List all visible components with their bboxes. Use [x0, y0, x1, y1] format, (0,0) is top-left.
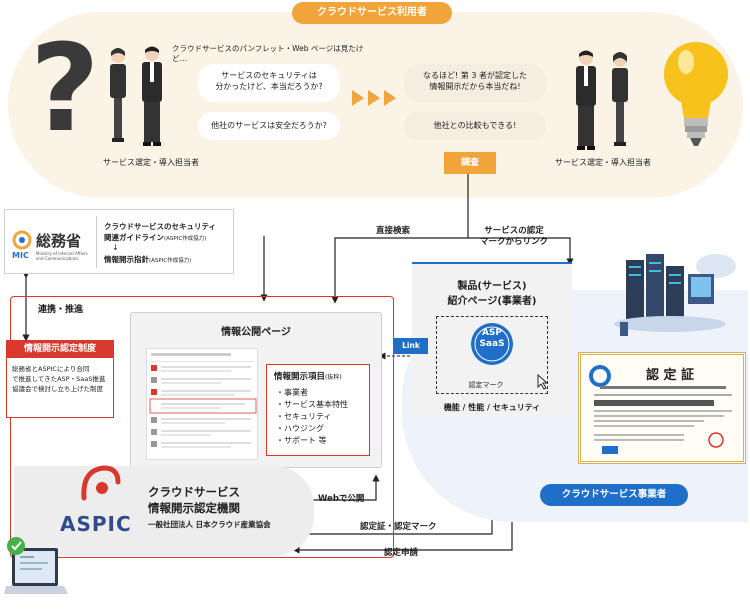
guideline-note: (ASPIC作成協力) — [164, 236, 207, 242]
aspic-region — [10, 296, 394, 558]
question-mark-icon: ? — [30, 20, 100, 159]
question-2-text: 他社のサービスは安全だろうか? — [211, 121, 327, 130]
system-desc-line1: 総務省とASPICにより合同 — [12, 365, 90, 373]
web-publish-label: Webで公開 — [318, 494, 365, 504]
research-label: 調査 — [444, 152, 496, 174]
mic-divider — [96, 216, 97, 268]
partner-label: 連携・推進 — [38, 305, 84, 315]
system-desc-line2: で推進してきたASP・SaaS推進 — [12, 375, 106, 384]
link-badge[interactable]: Link — [394, 338, 428, 354]
mic-sub1: Ministry of Internal Affairs — [36, 251, 88, 256]
disclosure-guideline-text: 情報開示指針 — [104, 255, 149, 264]
disclosure-item: ・事業者 — [276, 388, 308, 397]
product-title-line2: 紹介ページ(事業者) — [447, 296, 537, 307]
answer-1-line1: なるほど! 第 3 者が認定した — [423, 71, 527, 80]
answer-2-text: 他社との比較もできる! — [433, 121, 517, 130]
aspic-logo-icon — [78, 464, 122, 504]
right-people-icon — [570, 48, 640, 158]
question-1-line2: 分かったけど、本当だろうか? — [215, 82, 323, 92]
answer-bubble-2: 他社との比較もできる! — [404, 112, 546, 140]
question-bubble-1: サービスのセキュリティは 分かったけど、本当だろうか? — [198, 64, 340, 102]
link-from-line2: マークからリンク — [480, 237, 549, 248]
disclosure-items-box — [266, 364, 370, 456]
page-thumbnail — [146, 348, 258, 460]
mic-abbr: MIC — [12, 251, 29, 260]
lightbulb-icon — [660, 36, 732, 156]
aspic-name-line2: 情報開示認定機関 — [148, 501, 240, 515]
aspic-logo-text: ASPIC — [60, 512, 132, 536]
disclosure-items-title-text: 情報開示項目 — [274, 372, 326, 382]
guideline-line1: クラウドサービスのセキュリティ — [104, 222, 217, 231]
disclosure-item: ・サービス基本特性 — [276, 400, 348, 409]
mic-sub2: and Communications — [36, 256, 79, 261]
direct-search-label: 直接検索 — [376, 226, 411, 236]
product-features: 機能 / 性能 / セキュリティ — [443, 403, 541, 412]
guideline-arrow: ↓ — [112, 243, 119, 252]
mark-text-saas: SaaS — [479, 339, 505, 349]
left-people-icon — [102, 44, 172, 154]
mark-label: 認定マーク — [468, 381, 504, 389]
right-role-label: サービス選定・導入担当者 — [555, 158, 651, 167]
aspic-name-line1: クラウドサービス — [148, 485, 240, 499]
cert-apply-label: 認定申請 — [384, 548, 419, 558]
provider-label: クラウドサービス事業者 — [540, 484, 688, 506]
cert-mark-label: 認定証・認定マーク — [360, 522, 437, 532]
page-thumbnail-lines — [149, 353, 257, 448]
guideline-line2-text: 関連ガイドライン — [104, 233, 164, 242]
answer-1-line2: 情報開示だから本当だね! — [429, 82, 521, 92]
laptop-check-icon — [4, 534, 68, 610]
triple-arrow-icon — [352, 90, 400, 106]
system-desc: 総務省とASPICにより合同 で推進してきたASP・SaaS推進 協議会で検討し… — [12, 364, 112, 394]
disclosure-items-title: 情報開示項目(抜粋) — [274, 372, 342, 383]
cloud-user-label: クラウドサービス利用者 — [292, 2, 452, 24]
info-page-title: 情報公開ページ — [221, 327, 291, 338]
mark-dashed-box — [436, 316, 548, 394]
disclosure-item: ・サポート 等 — [276, 436, 327, 445]
link-from-mark-label: サービスの認定 マークからリンク — [480, 226, 548, 249]
cursor-icon — [536, 374, 550, 390]
system-title: 情報開示認定制度 — [6, 340, 114, 358]
aspic-org-name: 一般社団法人 日本クラウド産業協会 — [148, 520, 271, 529]
aspic-org-area — [14, 466, 314, 556]
mic-box — [4, 209, 234, 274]
mic-logo-icon — [12, 230, 36, 250]
left-role-label: サービス選定・導入担当者 — [103, 158, 199, 167]
disclosure-guideline: 情報開示指針(ASPIC作成協力) — [104, 255, 191, 265]
question-bubble-2: 他社のサービスは安全だろうか? — [198, 112, 340, 140]
disclosure-items-note: (抜粋) — [325, 374, 342, 381]
mic-name: 総務省 — [36, 232, 82, 250]
disclosure-item: ・ハウジング — [276, 424, 324, 433]
question-1-line1: サービスのセキュリティは — [221, 71, 317, 80]
asp-saas-mark-icon — [470, 322, 514, 366]
mark-text-asp: ASP — [481, 328, 503, 338]
disclosure-guideline-note: (ASPIC作成協力) — [149, 258, 192, 264]
certificate-seal-icon — [588, 364, 612, 388]
certificate-body-lines — [590, 386, 736, 456]
disclosure-item: ・セキュリティ — [276, 412, 332, 421]
system-desc-line3: 協議会で検討し立ち上げた制度 — [12, 385, 103, 394]
intro-text: クラウドサービスのパンフレット・Web ページは見たけど… — [172, 44, 364, 64]
guideline-line2: 関連ガイドライン(ASPIC作成協力) — [104, 233, 206, 243]
product-title-line1: 製品(サービス) — [457, 281, 527, 292]
certificate-title: 認 定 証 — [645, 368, 695, 383]
answer-bubble-1: なるほど! 第 3 者が認定した 情報開示だから本当だね! — [404, 64, 546, 102]
link-from-line1: サービスの認定 — [484, 226, 544, 236]
server-icon — [606, 244, 742, 340]
